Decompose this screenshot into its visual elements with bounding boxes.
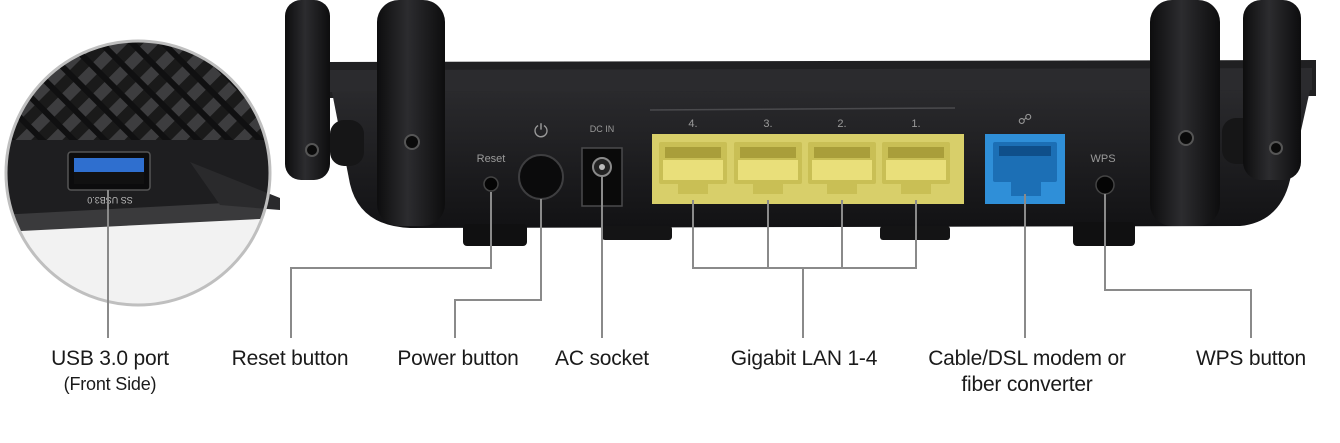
antenna-left-outer xyxy=(285,0,330,180)
wps-marking: WPS xyxy=(1090,153,1115,165)
power-leader-line xyxy=(454,199,542,338)
wan-globe-icon: ☍ xyxy=(1018,112,1032,128)
reset-leader-line xyxy=(290,192,492,338)
wan-label-line1: Cable/DSL modem or xyxy=(928,347,1126,370)
power-symbol: ⏻ xyxy=(534,121,548,142)
lan-leader-line xyxy=(692,200,917,269)
gigabit-lan-label: Gigabit LAN 1-4 xyxy=(730,347,878,370)
reset-button-label: Reset button xyxy=(231,347,349,370)
lan-number-marking: 3. xyxy=(763,118,772,130)
lan-port-2[interactable] xyxy=(808,142,876,194)
lan-number-marking: 4. xyxy=(688,118,697,130)
wps-button[interactable] xyxy=(1095,175,1115,195)
lan-port-4[interactable] xyxy=(659,142,727,194)
usb-port-icon xyxy=(67,151,151,191)
usb-port-label: USB 3.0 port (Front Side) xyxy=(30,346,190,396)
antenna-left-inner xyxy=(377,0,445,226)
ac-socket-label: AC socket xyxy=(555,347,649,370)
usb-port-note: (Front Side) xyxy=(63,374,157,394)
wan-label-line2: fiber converter xyxy=(961,373,1093,396)
lan-port-3[interactable] xyxy=(734,142,802,194)
antenna-right-inner xyxy=(1150,0,1220,226)
power-button[interactable] xyxy=(518,154,564,200)
lan-number-marking: 2. xyxy=(837,118,846,130)
wan-label: Cable/DSL modem or fiber converter xyxy=(910,346,1144,398)
wps-leader-line xyxy=(1104,194,1252,338)
wan-port[interactable] xyxy=(985,134,1065,204)
usb-port-title: USB 3.0 port xyxy=(51,347,169,370)
lan-number-marking: 1. xyxy=(911,118,920,130)
reset-button[interactable] xyxy=(483,176,499,192)
wps-button-label: WPS button xyxy=(1195,347,1307,370)
leader-lines xyxy=(107,176,1252,338)
reset-marking: Reset xyxy=(477,153,506,165)
usb-zoom-inset: SS USB3.0 xyxy=(4,39,280,307)
dc-in-marking: DC IN xyxy=(590,124,615,134)
lan-port-1[interactable] xyxy=(882,142,950,194)
power-button-label: Power button xyxy=(397,347,519,370)
antenna-right-outer xyxy=(1243,0,1301,180)
usb-marking: SS USB3.0 xyxy=(87,195,133,205)
